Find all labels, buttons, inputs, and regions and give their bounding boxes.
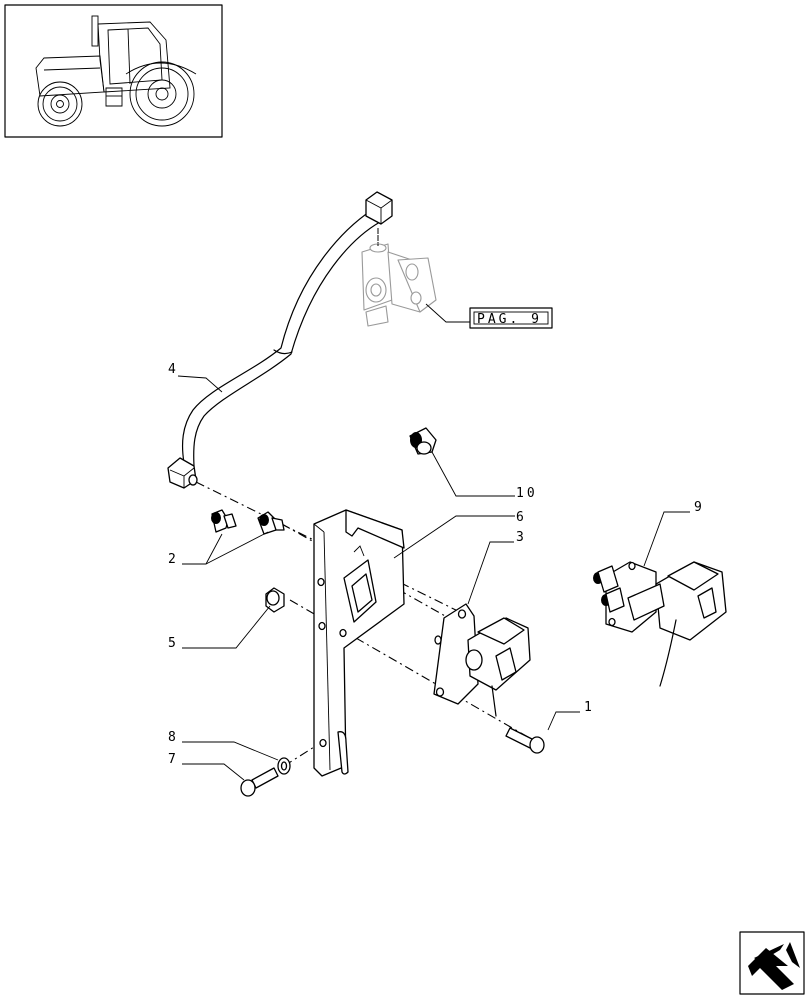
callout-9: 9 [694,500,705,515]
fitting-right [257,511,285,535]
callout-3: 3 [516,530,527,545]
nut-part [265,587,285,613]
callout-6: 6 [516,510,527,525]
callout-2: 2 [168,552,179,567]
coupling-assembly [433,603,531,717]
assembly-axis-lines [195,230,541,767]
callout-1: 1 [584,700,595,715]
page-reference-text: PAG. 9 [477,312,542,327]
bolt-long [505,727,545,754]
next-page-arrow-icon[interactable] [739,931,805,995]
coupling-alternate [593,561,727,687]
page-reference-box[interactable]: PAG. 9 [469,307,553,329]
fitting-left [211,509,237,533]
bracket-plate [313,509,405,777]
plug-part [409,427,437,455]
callout-4: 4 [168,362,179,377]
washer-part [277,757,291,775]
callout-numbers: 4 2 5 8 7 6 3 10 9 1 [168,362,705,767]
leader-lines [177,303,690,781]
bolt-short [240,767,279,797]
callout-10: 10 [516,486,538,501]
callout-7: 7 [168,752,179,767]
callout-5: 5 [168,636,179,651]
tractor-thumbnail-icon[interactable] [4,4,223,138]
callout-8: 8 [168,730,179,745]
hose-assembly [167,191,393,489]
reference-valve-ghost [361,228,437,327]
